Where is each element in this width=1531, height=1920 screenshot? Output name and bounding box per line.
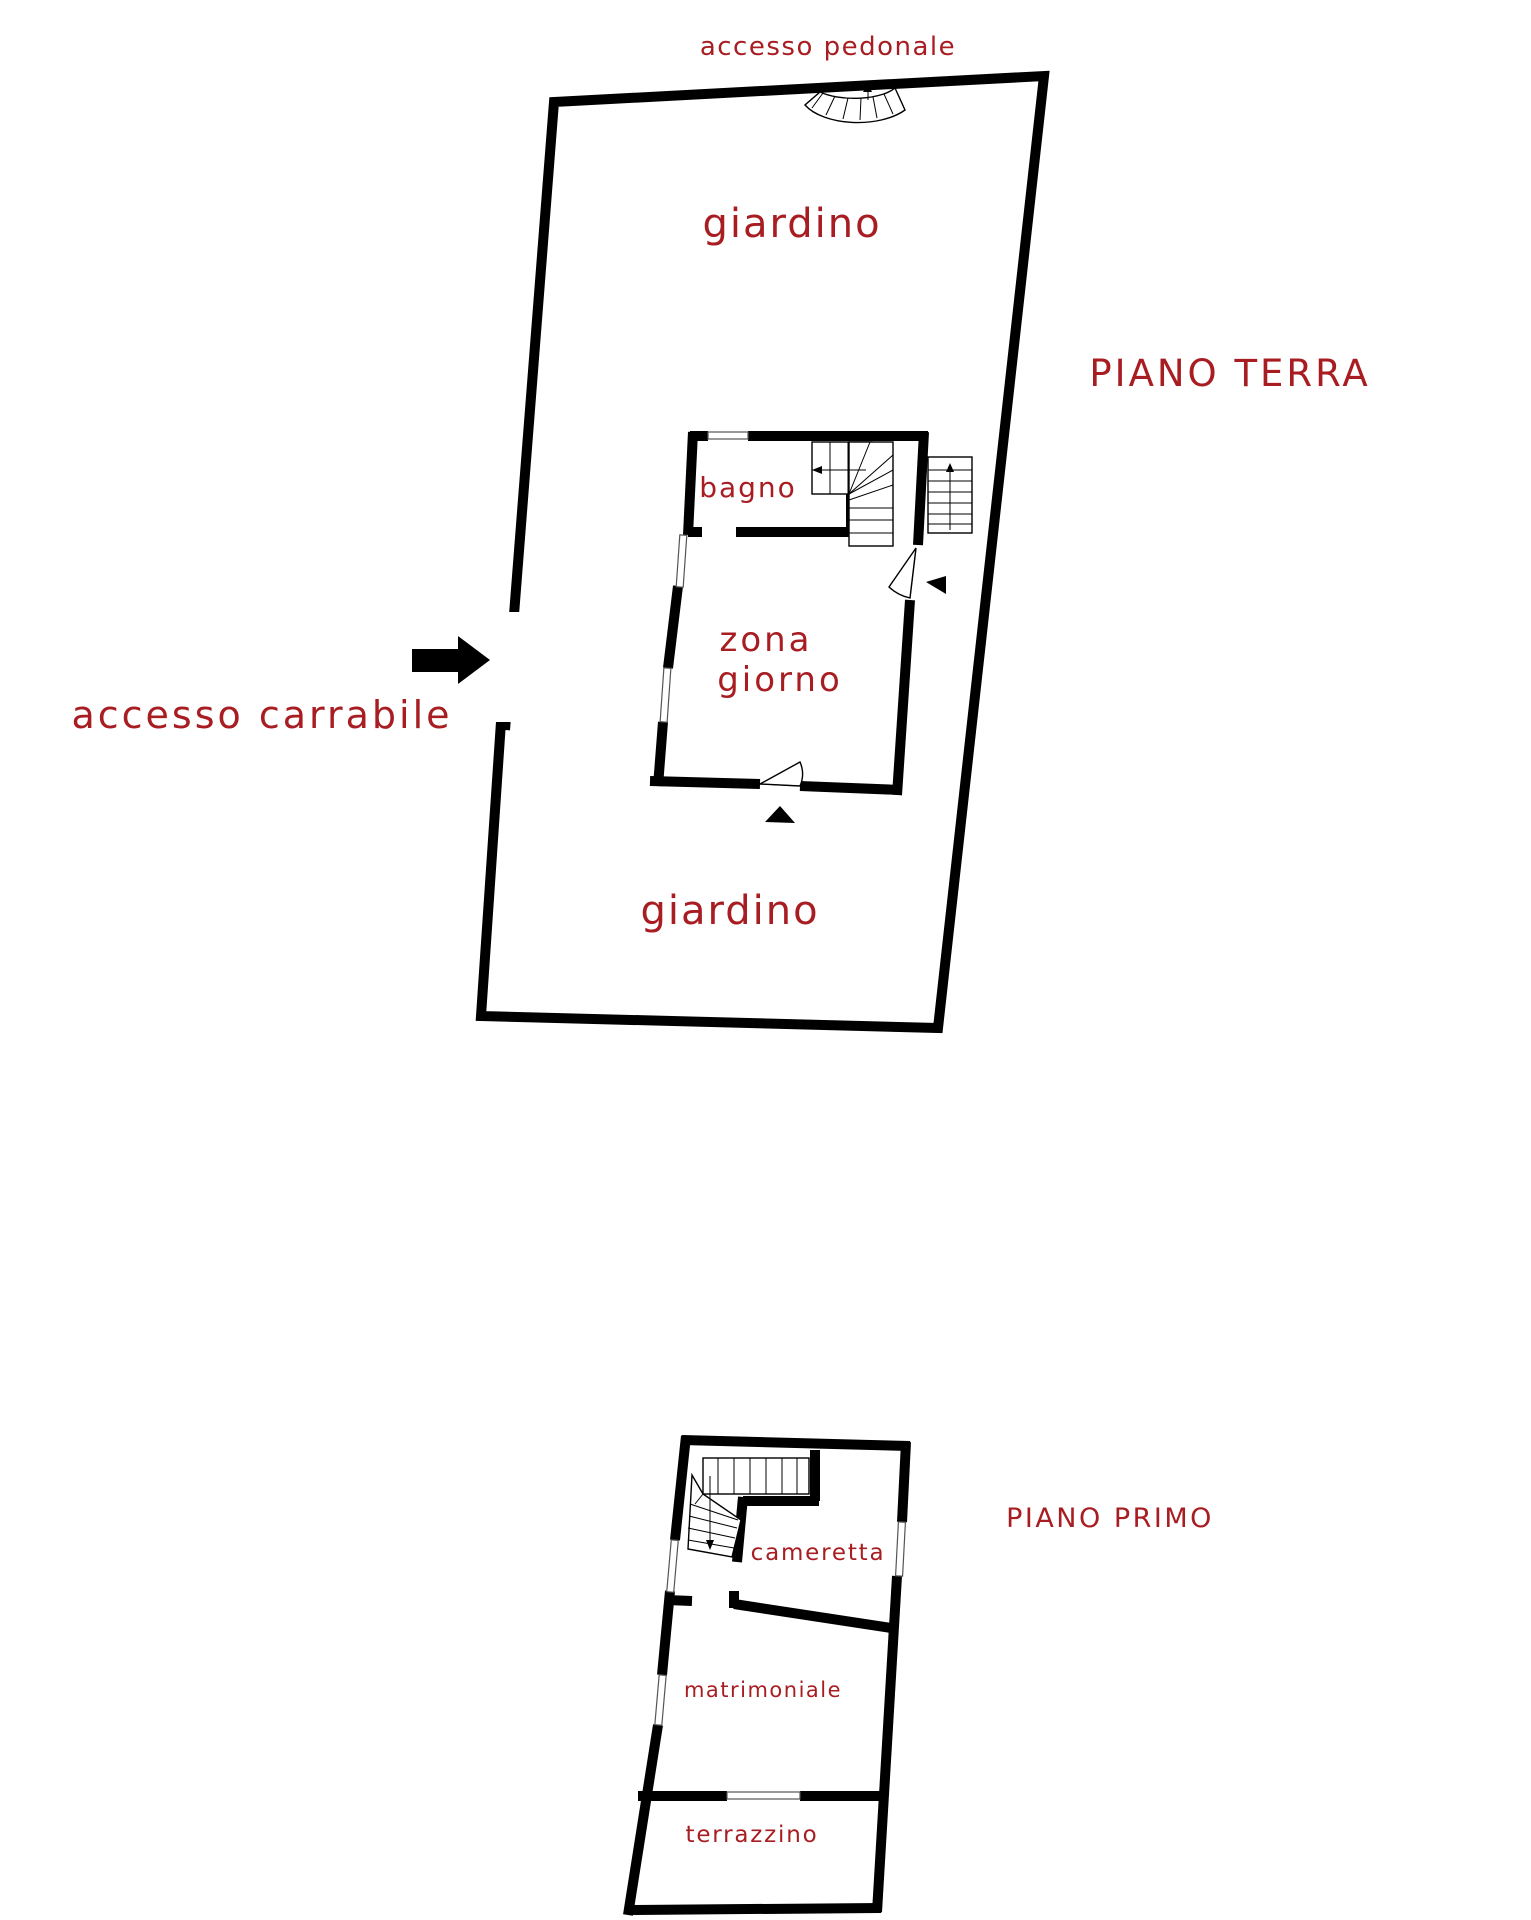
- window: [659, 667, 672, 723]
- entry-arrow-right-icon: [926, 576, 946, 594]
- garden-bottom-label: giardino: [640, 888, 819, 934]
- master-bedroom-label: matrimoniale: [684, 1678, 842, 1702]
- vehicle-access-label: accesso carrabile: [71, 693, 452, 737]
- entry-arrow-up-icon: [765, 806, 795, 823]
- front-door-icon: [757, 761, 804, 787]
- living-area-label-line1: zona: [719, 620, 812, 660]
- window: [894, 1521, 907, 1577]
- ground-floor: accesso pedonale giardino PIANO TERRA ba…: [71, 32, 1370, 1034]
- first-floor: PIANO PRIMO cameretta matrimoniale terra…: [623, 1435, 1214, 1916]
- vehicle-gate-opening: [480, 612, 520, 722]
- spiral-stair-icon: [804, 84, 906, 124]
- window: [726, 1791, 801, 1800]
- first-floor-stair-icon: [687, 1457, 810, 1558]
- side-door-icon: [888, 547, 917, 599]
- small-bedroom-label: cameretta: [751, 1540, 886, 1566]
- window: [654, 1674, 667, 1726]
- window: [675, 534, 688, 588]
- ground-floor-title: PIANO TERRA: [1089, 352, 1370, 395]
- vehicle-access-arrow-icon: [412, 636, 490, 684]
- window: [666, 1539, 679, 1593]
- first-floor-title: PIANO PRIMO: [1006, 1503, 1214, 1534]
- bathroom-label: bagno: [699, 471, 797, 504]
- pedestrian-access-label: accesso pedonale: [700, 32, 956, 62]
- garden-top-label: giardino: [702, 201, 881, 247]
- window: [707, 431, 749, 440]
- terrace-label: terrazzino: [686, 1822, 819, 1848]
- first-floor-walls: [623, 1435, 911, 1916]
- living-area-label-line2: giorno: [717, 660, 843, 700]
- external-stair-icon: [927, 456, 973, 534]
- internal-stair-icon: [811, 441, 894, 547]
- lot-boundary-wall: [475, 70, 1050, 1034]
